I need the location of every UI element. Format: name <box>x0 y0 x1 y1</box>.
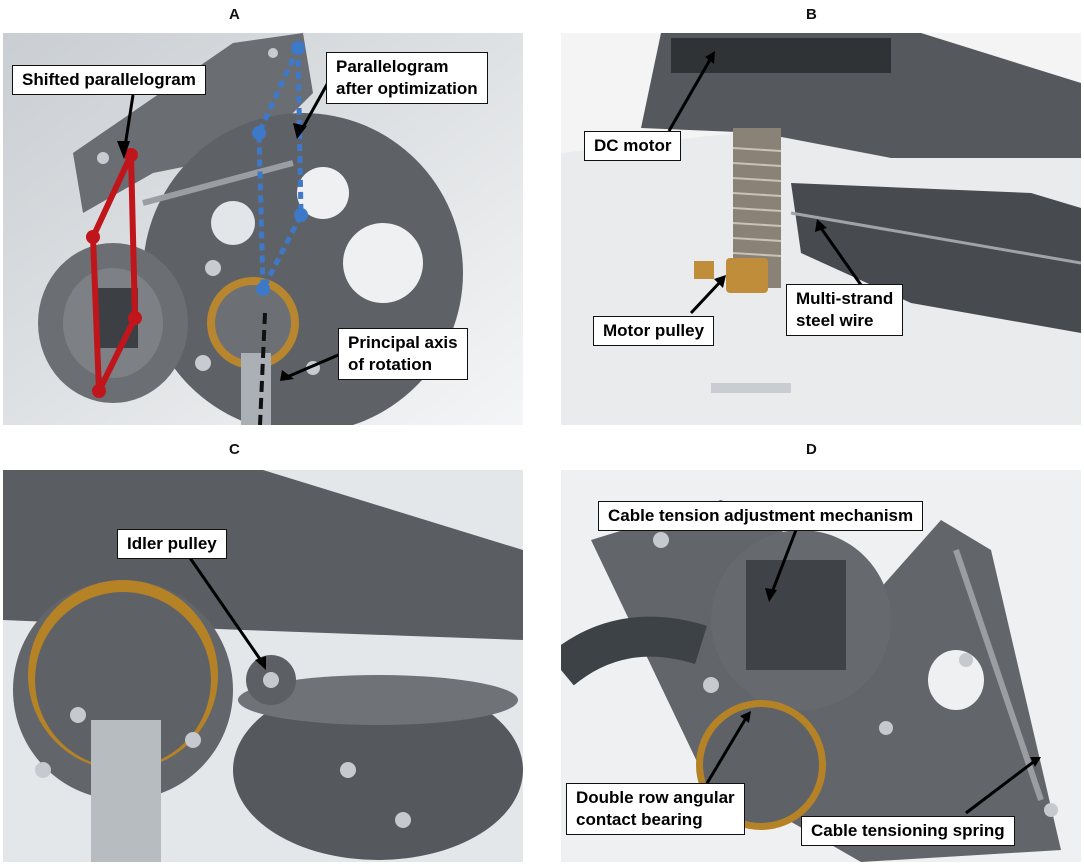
photo-panel-a: Shifted parallelogram Parallelogram afte… <box>3 33 523 425</box>
label-double-row-bearing: Double row angular contact bearing <box>566 783 745 835</box>
label-bearing-line-2: contact bearing <box>576 810 703 829</box>
label-bearing-line-1: Double row angular <box>576 788 735 807</box>
photo-panel-d: Cable tension adjustment mechanism Doubl… <box>561 470 1081 862</box>
label-optimized-line-2: after optimization <box>336 79 478 98</box>
label-optimized-line-1: Parallelogram <box>336 57 449 76</box>
label-shifted-parallelogram: Shifted parallelogram <box>12 65 206 95</box>
label-wire-line-2: steel wire <box>796 311 874 330</box>
label-cable-tensioning-spring: Cable tensioning spring <box>801 816 1015 846</box>
label-motor-pulley: Motor pulley <box>593 316 715 346</box>
red-shifted-parallelogram <box>86 148 142 398</box>
blue-optimized-parallelogram <box>252 41 308 296</box>
label-principal-axis: Principal axis of rotation <box>338 328 468 380</box>
label-multi-strand-wire: Multi-strand steel wire <box>786 284 904 336</box>
panel-letter-d: D <box>806 441 817 458</box>
label-axis-line-1: Principal axis <box>348 333 458 352</box>
principal-axis-line <box>258 312 267 425</box>
label-parallelogram-after-optimization: Parallelogram after optimization <box>326 52 488 104</box>
label-wire-line-1: Multi-strand <box>796 289 894 308</box>
panel-letter-a: A <box>229 6 240 23</box>
photo-panel-b: DC motor Motor pulley Multi-strand steel… <box>561 33 1081 425</box>
panel-letter-c: C <box>229 441 240 458</box>
label-cable-tension-mechanism: Cable tension adjustment mechanism <box>598 501 924 531</box>
label-axis-line-2: of rotation <box>348 355 433 374</box>
label-dc-motor: DC motor <box>584 131 682 161</box>
photo-b-illustration <box>561 33 1081 425</box>
photo-panel-c: Idler pulley <box>3 470 523 862</box>
photo-c-illustration <box>3 470 523 862</box>
label-idler-pulley: Idler pulley <box>117 529 227 559</box>
panel-letter-b: B <box>806 6 817 23</box>
linkage-overlay <box>86 41 344 425</box>
